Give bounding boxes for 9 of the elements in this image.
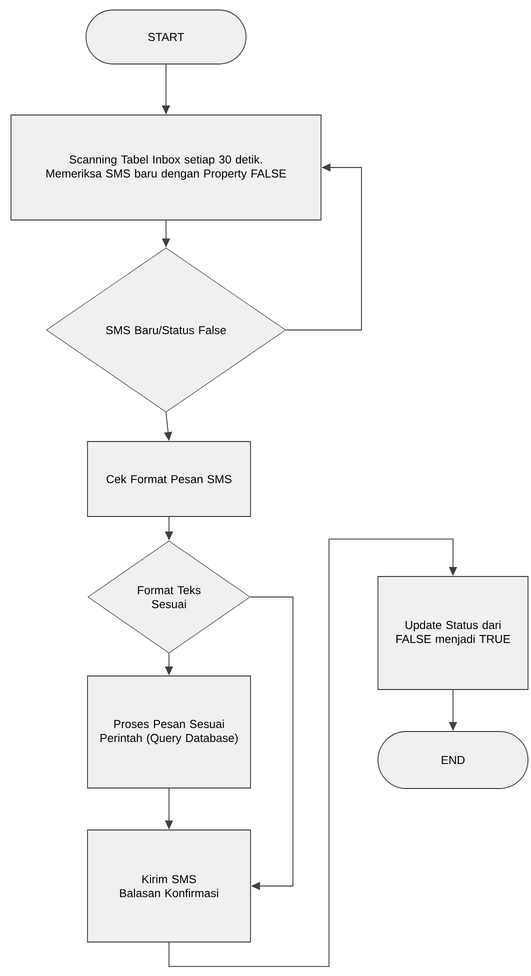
arrow [168,538,458,967]
process-box: Cek Format Pesan SMS [87,441,251,517]
arrow [250,596,294,890]
process-box: Scanning Tabel Inbox setiap 30 detik. Memeriksa SMS baru dengan Property FALSE [10,114,322,220]
terminator: START [86,10,246,64]
process-box: Update Status dari FALSE menjadi TRUE [378,576,528,690]
terminator: END [378,731,528,789]
process-box: Kirim SMS Balasan Konfirmasi [87,830,251,942]
process-box: Proses Pesan Sesuai Perintah (Query Database) [87,676,251,788]
